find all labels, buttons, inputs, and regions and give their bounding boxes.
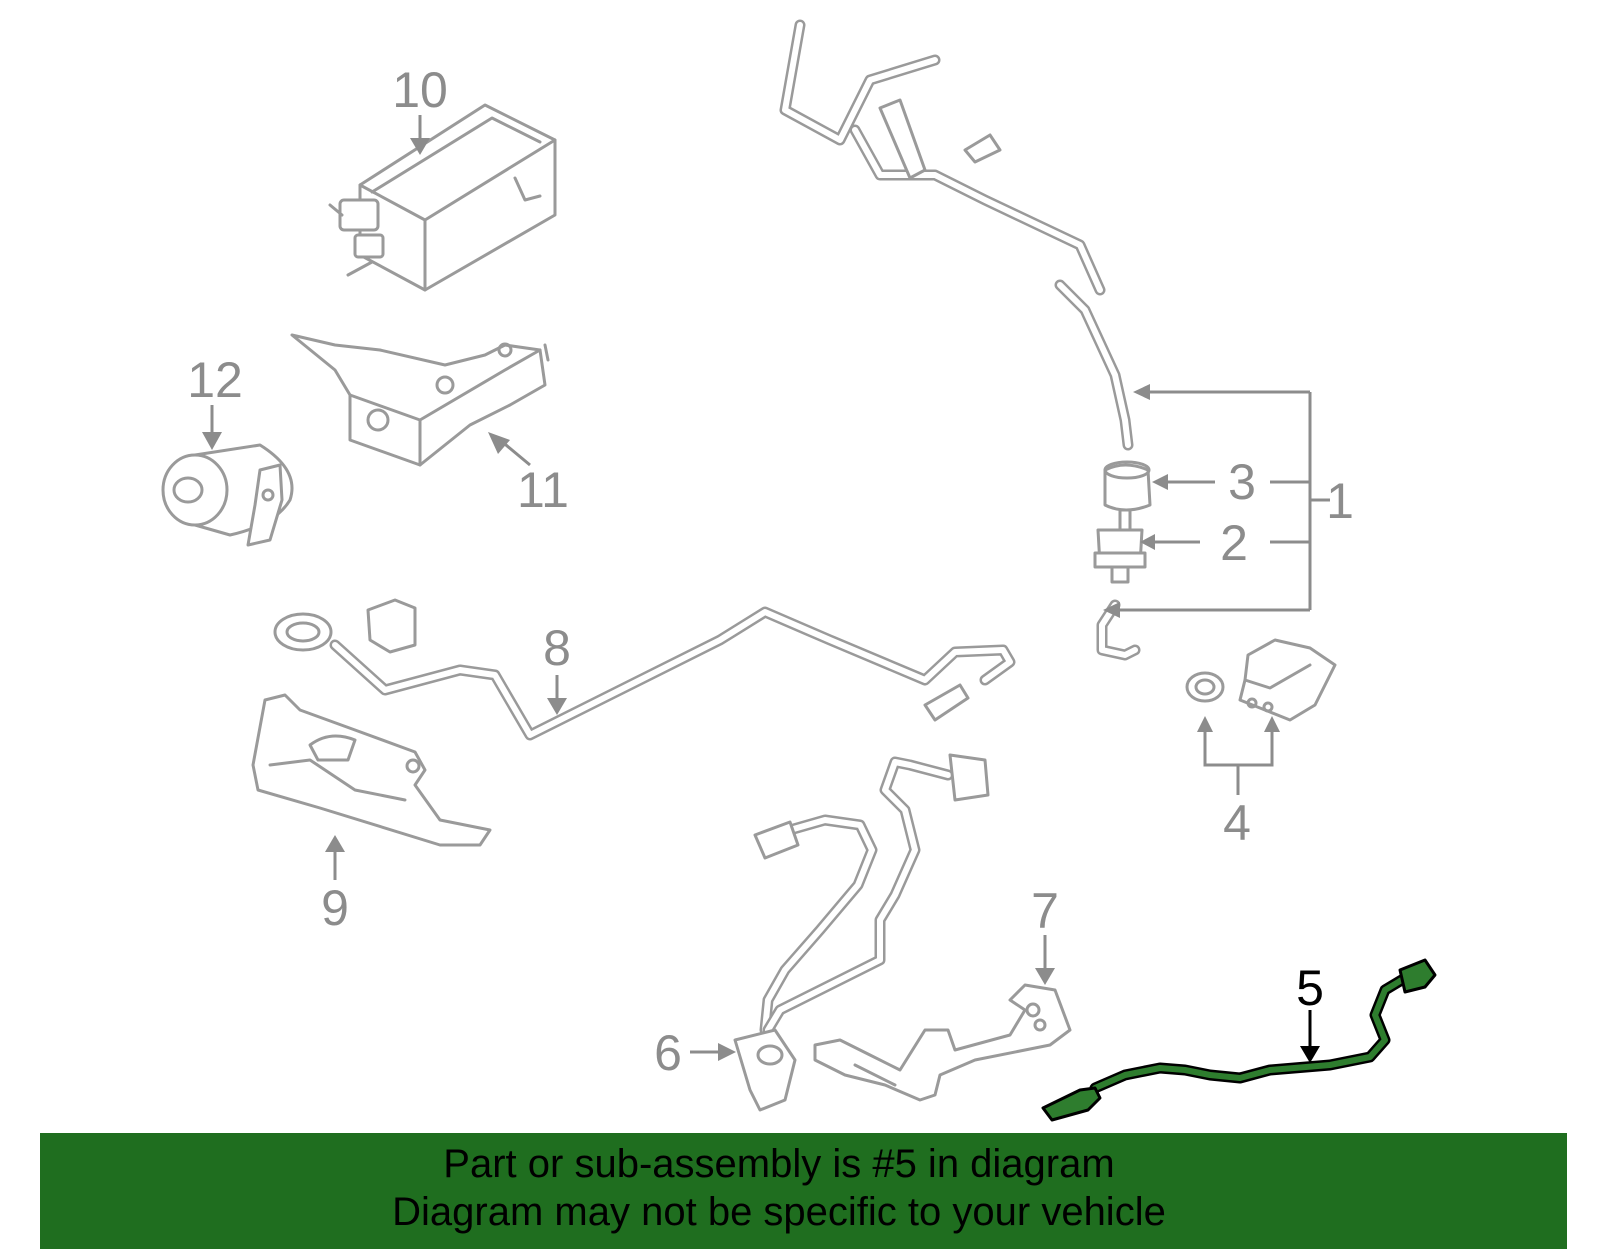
banner-line-part: Part or sub-assembly is #5 in diagram: [443, 1142, 1115, 1186]
part-10-canister: [328, 103, 557, 292]
part-5-sensor-highlighted: [1041, 958, 1437, 1122]
callout-7: 7: [1031, 883, 1059, 939]
part-1-pipe: [779, 19, 1134, 451]
part-8-sensor: [273, 598, 1016, 741]
callout-9: 9: [321, 880, 349, 936]
part-4-bracket: [1185, 638, 1337, 722]
info-banner: Part or sub-assembly is #5 in diagram Di…: [40, 1133, 1567, 1249]
callout-12: 12: [187, 352, 243, 408]
callout-10: 10: [392, 62, 448, 118]
part-1-hose-end: [1096, 599, 1141, 661]
callout-3: 3: [1228, 454, 1256, 510]
callout-8: 8: [543, 620, 571, 676]
callout-5: 5: [1296, 960, 1324, 1016]
part-6-sensor: [733, 753, 990, 1112]
callout-6: 6: [654, 1025, 682, 1081]
part-3-grommet: [1103, 460, 1152, 512]
callout-4: 4: [1223, 795, 1251, 851]
part-9-shield: [251, 693, 492, 847]
part-11-bracket: [290, 333, 550, 467]
banner-line-disclaimer: Diagram may not be specific to your vehi…: [392, 1190, 1166, 1234]
part-7-bracket: [813, 983, 1072, 1102]
part-12-solenoid: [161, 443, 294, 547]
leader-lines: [202, 115, 1330, 1063]
callout-2: 2: [1220, 515, 1248, 571]
callout-1: 1: [1326, 473, 1354, 529]
part-2-valve: [1093, 508, 1147, 584]
callout-11: 11: [517, 462, 569, 518]
